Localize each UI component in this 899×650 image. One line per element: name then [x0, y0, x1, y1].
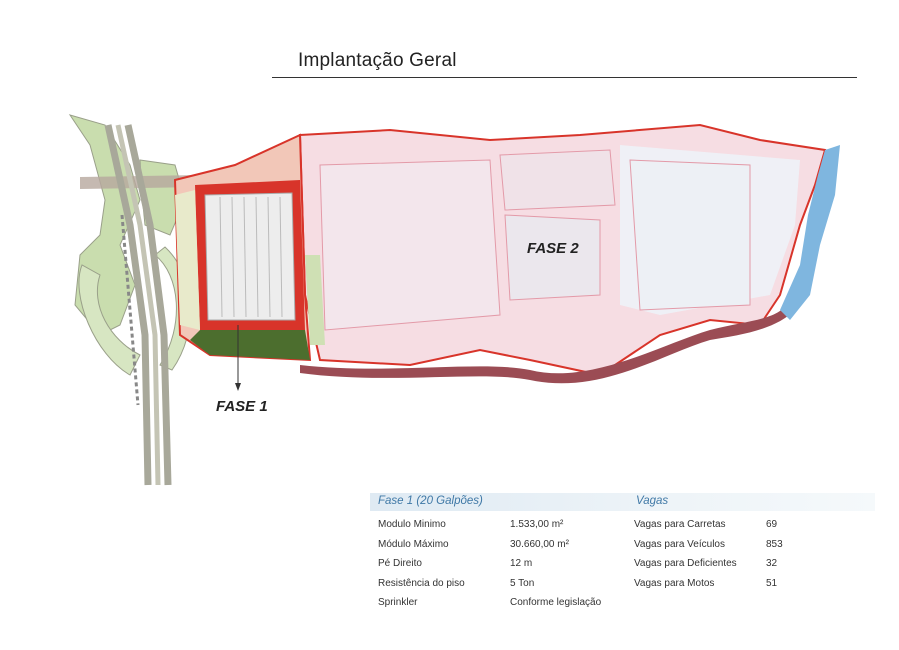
fase1-value: 5 Ton	[510, 577, 535, 589]
fase1-label: Resistência do piso	[378, 577, 465, 589]
fase1-values: 1.533,00 m² 30.660,00 m² 12 m 5 Ton Conf…	[510, 515, 630, 613]
fase1-label: Pé Direito	[378, 558, 422, 569]
fase1-labels: Modulo Minimo Módulo Máximo Pé Direito R…	[378, 515, 508, 613]
specs-header: Fase 1 (20 Galpões) Vagas	[370, 493, 875, 511]
water-area	[780, 145, 840, 320]
vagas-value: 51	[766, 577, 778, 589]
vagas-heading: Vagas	[636, 495, 669, 507]
vagas-value: 32	[766, 558, 778, 569]
phase1-area	[173, 133, 325, 391]
vagas-label: Vagas para Carretas	[634, 519, 726, 530]
phase2-label: FASE 2	[527, 240, 579, 257]
fase1-label: Modulo Minimo	[378, 519, 446, 530]
vagas-labels: Vagas para Carretas Vagas para Veículos …	[634, 515, 764, 593]
site-plan-map	[60, 105, 850, 495]
fase1-heading: Fase 1 (20 Galpões)	[378, 495, 483, 507]
phase1-label: FASE 1	[216, 398, 268, 415]
title-divider	[272, 77, 857, 78]
fase1-value: 12 m	[510, 558, 533, 569]
vagas-label: Vagas para Motos	[634, 577, 715, 589]
highway-interchange	[68, 114, 200, 486]
vagas-value: 853	[766, 538, 783, 550]
vagas-label: Vagas para Veículos	[634, 538, 725, 550]
vagas-values: 69 853 32 51	[766, 515, 806, 593]
vagas-label: Vagas para Deficientes	[634, 558, 737, 569]
vagas-value: 69	[766, 519, 778, 530]
fase1-label: Módulo Máximo	[378, 538, 449, 550]
fase1-value: 30.660,00 m²	[510, 538, 569, 550]
fase1-label: Sprinkler	[378, 597, 418, 608]
phase2-area	[298, 123, 827, 384]
fase1-value: 1.533,00 m²	[510, 519, 564, 530]
specs-table: Fase 1 (20 Galpões) Vagas Modulo Minimo …	[370, 493, 875, 608]
fase1-value: Conforme legislação	[510, 597, 602, 608]
page-title: Implantação Geral	[298, 50, 457, 71]
